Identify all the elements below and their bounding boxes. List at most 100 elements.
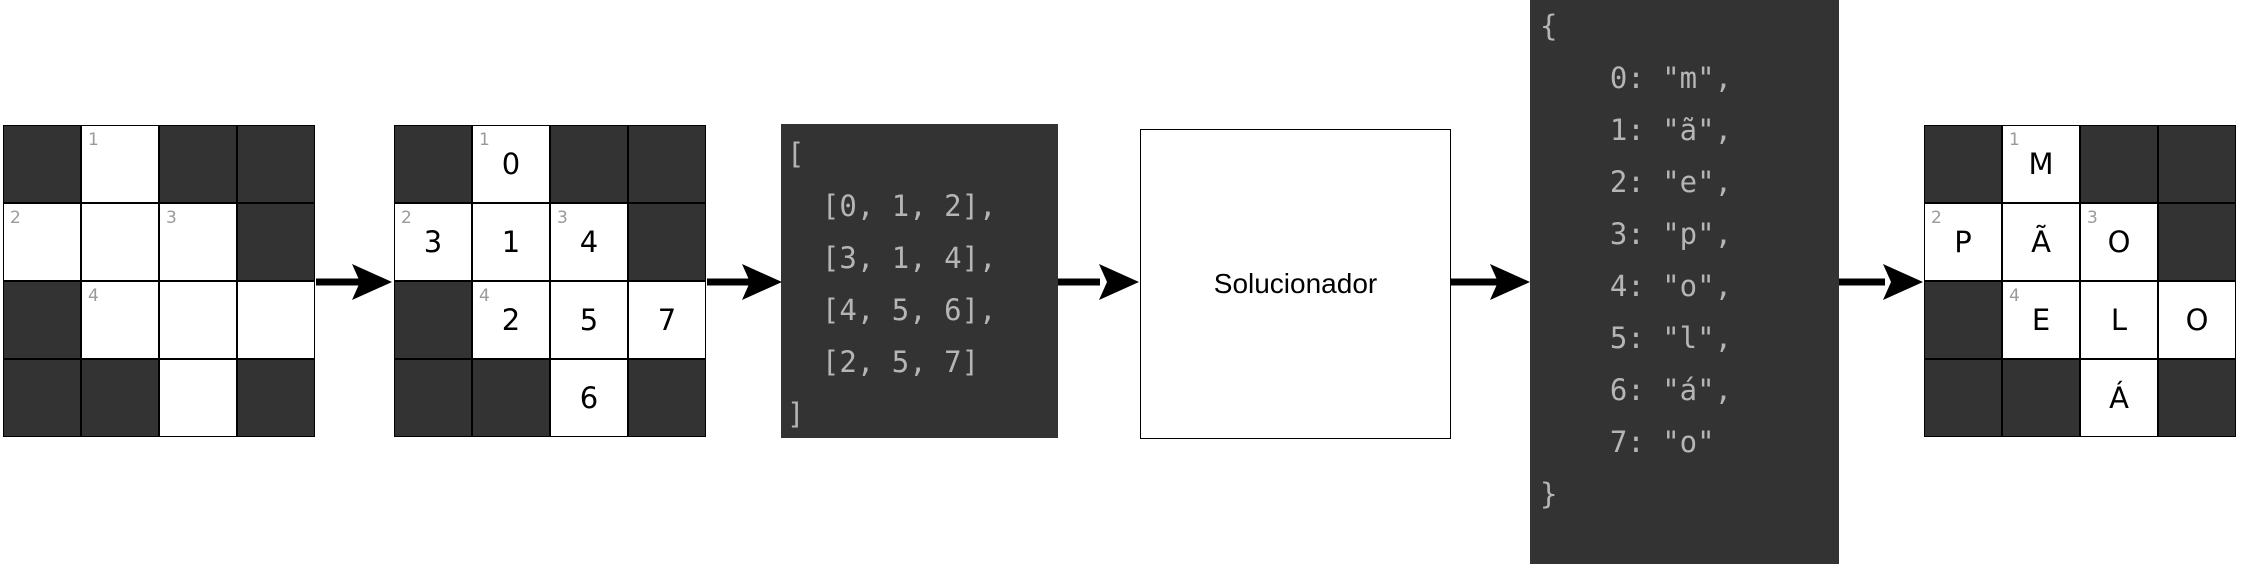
clue-number: 1 <box>2009 130 2020 150</box>
slots-code-block: [ [0, 1, 2], [3, 1, 4], [4, 5, 6], [2, 5… <box>781 124 1058 438</box>
open-cell: 1 <box>472 203 550 281</box>
block-cell <box>628 125 706 203</box>
block-cell <box>159 125 237 203</box>
block-cell <box>237 359 315 437</box>
block-cell <box>2158 125 2236 203</box>
block-cell <box>3 359 81 437</box>
open-cell <box>237 281 315 359</box>
open-cell: 3 <box>159 203 237 281</box>
cell-value: 3 <box>423 225 443 259</box>
block-cell <box>237 125 315 203</box>
block-cell <box>1924 359 2002 437</box>
code-line: [4, 5, 6], <box>787 293 997 327</box>
clue-number: 4 <box>88 286 99 306</box>
solver-label: Solucionador <box>1213 268 1378 299</box>
code-line: 1: "ã", <box>1540 113 1733 147</box>
arrow-2 <box>707 264 782 300</box>
cell-value: 5 <box>579 303 599 337</box>
code-line: 5: "l", <box>1540 321 1733 355</box>
cell-value: 1 <box>501 225 521 259</box>
open-cell: L <box>2080 281 2158 359</box>
arrow-5 <box>1839 264 1923 300</box>
arrow-1 <box>316 264 392 300</box>
cell-value: 0 <box>501 147 521 181</box>
cell-value: L <box>2110 303 2128 337</box>
code-line: 0: "m", <box>1540 61 1733 95</box>
cell-value: M <box>2028 147 2054 181</box>
block-cell <box>472 359 550 437</box>
code-line: 6: "á", <box>1540 373 1733 407</box>
cell-value: O <box>2107 225 2131 259</box>
open-cell: 6 <box>550 359 628 437</box>
open-cell: O <box>2158 281 2236 359</box>
block-cell <box>628 359 706 437</box>
block-cell <box>3 125 81 203</box>
arrow-4 <box>1451 264 1530 300</box>
clue-number: 2 <box>10 208 21 228</box>
clue-number: 3 <box>2087 208 2098 228</box>
cell-value: 6 <box>579 381 599 415</box>
cell-value: P <box>1954 225 1972 259</box>
cell-value: Á <box>2109 381 2129 415</box>
code-line: ] <box>787 397 805 431</box>
code-line: [2, 5, 7] <box>787 345 980 379</box>
cell-value: 4 <box>579 225 599 259</box>
clue-number: 3 <box>557 208 568 228</box>
clue-number: 4 <box>2009 286 2020 306</box>
open-cell <box>159 281 237 359</box>
block-cell <box>3 281 81 359</box>
block-cell <box>81 359 159 437</box>
open-cell: 1 <box>81 125 159 203</box>
clue-number: 2 <box>401 208 412 228</box>
open-cell: 7 <box>628 281 706 359</box>
open-cell: Ã <box>2002 203 2080 281</box>
block-cell <box>1924 125 2002 203</box>
cell-value: 7 <box>657 303 677 337</box>
block-cell <box>2158 203 2236 281</box>
open-cell: 5 <box>550 281 628 359</box>
clue-number: 4 <box>479 286 490 306</box>
open-cell <box>81 203 159 281</box>
solution-code-block: { 0: "m", 1: "ã", 2: "e", 3: "p", 4: "o"… <box>1530 0 1839 564</box>
open-cell: Á <box>2080 359 2158 437</box>
block-cell <box>394 359 472 437</box>
cell-value: Ã <box>2031 225 2051 259</box>
block-cell <box>628 203 706 281</box>
cell-value: E <box>2031 303 2051 337</box>
cell-value: O <box>2185 303 2209 337</box>
open-cell: 2 <box>3 203 81 281</box>
solver-box: Solucionador <box>1140 129 1451 439</box>
code-line: 7: "o" <box>1540 425 1715 459</box>
cell-value: 2 <box>501 303 521 337</box>
open-cell: 4 <box>81 281 159 359</box>
block-cell <box>237 203 315 281</box>
empty-crossword-grid: 1 2 3 4 <box>3 125 315 437</box>
code-line: [3, 1, 4], <box>787 241 997 275</box>
clue-number: 1 <box>88 130 99 150</box>
code-line: } <box>1540 477 1558 511</box>
code-line: 4: "o", <box>1540 269 1733 303</box>
code-line: 2: "e", <box>1540 165 1733 199</box>
block-cell <box>394 125 472 203</box>
block-cell <box>394 281 472 359</box>
clue-number: 2 <box>1931 208 1942 228</box>
code-line: { <box>1540 9 1558 43</box>
open-cell <box>159 359 237 437</box>
code-line: [0, 1, 2], <box>787 189 997 223</box>
block-cell <box>2080 125 2158 203</box>
block-cell <box>550 125 628 203</box>
arrow-3 <box>1058 264 1139 300</box>
clue-number: 3 <box>166 208 177 228</box>
code-line: [ <box>787 137 805 171</box>
code-line: 3: "p", <box>1540 217 1733 251</box>
